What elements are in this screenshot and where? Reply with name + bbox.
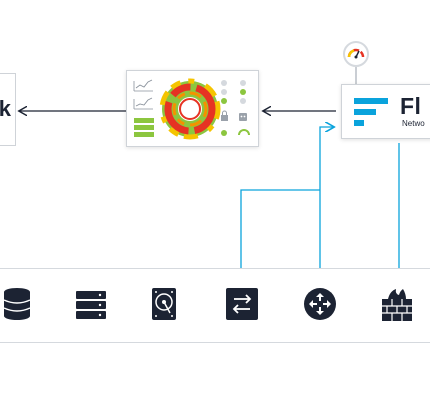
firewall-icon [382, 289, 412, 321]
dashboard-card [126, 70, 259, 147]
router-icon [304, 288, 336, 320]
left-product-box: k [0, 73, 16, 146]
mini-line-chart-icon [133, 79, 153, 92]
dashboard-preview [133, 78, 250, 140]
flowmon-subtitle: Netwo [402, 119, 425, 128]
sunburst-chart [159, 78, 221, 140]
speedometer-icon [343, 41, 369, 67]
status-dot-grid [221, 80, 246, 104]
lock-icon [221, 110, 228, 121]
flowmon-logo-icon [354, 98, 388, 126]
switch-icon [226, 288, 258, 320]
device-icons-row [3, 288, 412, 321]
mini-gauge-icon [238, 129, 250, 136]
left-product-label: k [0, 96, 11, 121]
connector-router-to-flow [319, 127, 333, 288]
server-icon [76, 291, 106, 319]
green-bar-stack [134, 118, 154, 137]
network-device-bar [0, 268, 430, 343]
robot-icon [239, 113, 247, 121]
hard-drive-icon [152, 288, 176, 320]
database-icon [3, 288, 31, 320]
mini-line-chart-icon [133, 97, 153, 110]
connector-switch-to-flow [240, 189, 320, 283]
flowmon-box: Fl Netwo [341, 84, 430, 139]
flowmon-title: Fl [400, 93, 422, 119]
status-dot [221, 130, 227, 136]
